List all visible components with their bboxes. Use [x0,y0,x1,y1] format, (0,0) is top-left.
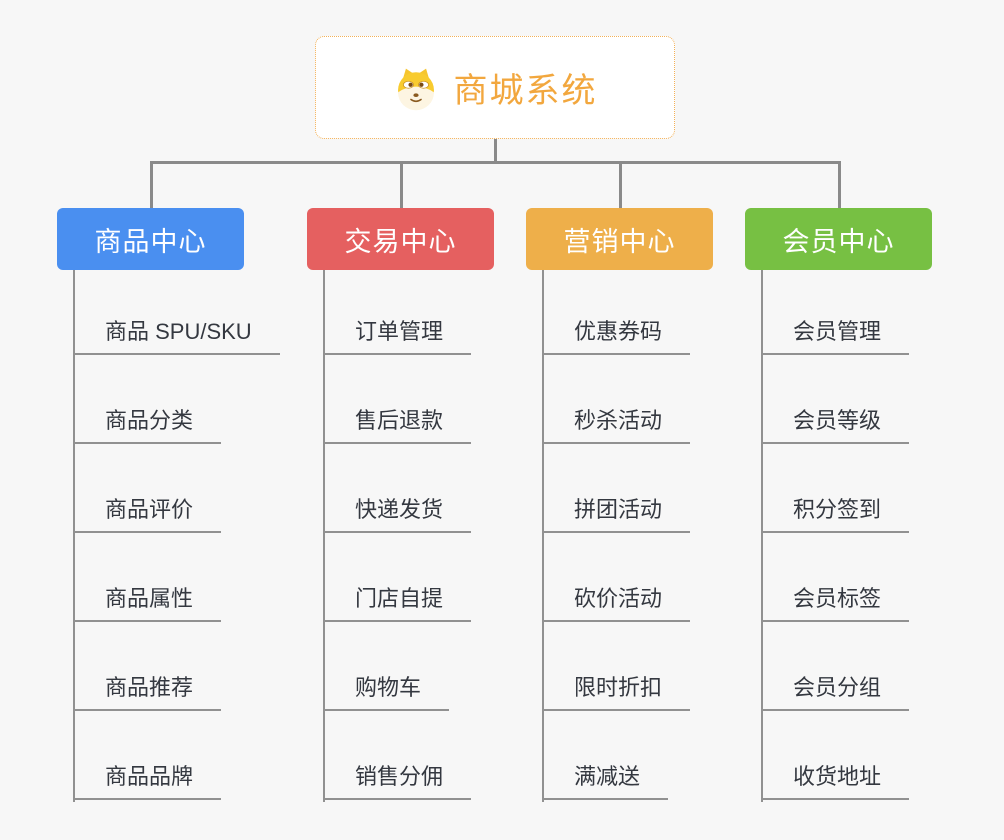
leaf-node[interactable]: 限时折扣 [542,673,691,711]
branch-label: 营销中心 [563,226,676,257]
dog-icon [393,65,439,111]
leaf-node[interactable]: 会员分组 [761,673,910,711]
root-title: 商城系统 [453,72,598,110]
branch-label: 商品中心 [94,226,207,257]
branch-node-3[interactable]: 营销中心 [526,208,713,270]
leaf-node[interactable]: 优惠券码 [542,317,691,355]
connector-trunk [73,270,75,802]
leaf-node[interactable]: 会员标签 [761,584,910,622]
leaf-node[interactable]: 秒杀活动 [542,406,691,444]
leaf-node[interactable]: 商品 SPU/SKU [73,317,280,355]
leaf-node[interactable]: 满减送 [542,762,669,800]
leaf-node[interactable]: 会员等级 [761,406,910,444]
connector-trunk [323,270,325,802]
leaf-node[interactable]: 收货地址 [761,762,910,800]
branch-label: 交易中心 [344,226,457,257]
leaf-node[interactable]: 购物车 [323,673,450,711]
leaf-node[interactable]: 积分签到 [761,495,910,533]
branch-node-1[interactable]: 商品中心 [57,208,244,270]
root-node[interactable]: 商城系统 [315,36,675,139]
leaf-node[interactable]: 会员管理 [761,317,910,355]
connector-drop [618,161,622,208]
connector-drop [149,161,153,208]
leaf-node[interactable]: 商品属性 [73,584,222,622]
leaf-node[interactable]: 订单管理 [323,317,472,355]
connector-trunk [761,270,763,802]
leaf-node[interactable]: 拼团活动 [542,495,691,533]
connector-root-stem [494,139,497,164]
leaf-node[interactable]: 销售分佣 [323,762,472,800]
connector-drop [399,161,403,208]
leaf-node[interactable]: 砍价活动 [542,584,691,622]
branch-node-2[interactable]: 交易中心 [307,208,494,270]
branch-label: 会员中心 [782,226,895,257]
leaf-node[interactable]: 商品评价 [73,495,222,533]
leaf-node[interactable]: 商品品牌 [73,762,222,800]
connector-horizontal-bar [149,161,841,164]
leaf-node[interactable]: 快递发货 [323,495,472,533]
leaf-node[interactable]: 售后退款 [323,406,472,444]
connector-trunk [542,270,544,802]
branch-node-4[interactable]: 会员中心 [745,208,932,270]
leaf-node[interactable]: 商品推荐 [73,673,222,711]
connector-drop [837,161,841,208]
leaf-node[interactable]: 门店自提 [323,584,472,622]
leaf-node[interactable]: 商品分类 [73,406,222,444]
